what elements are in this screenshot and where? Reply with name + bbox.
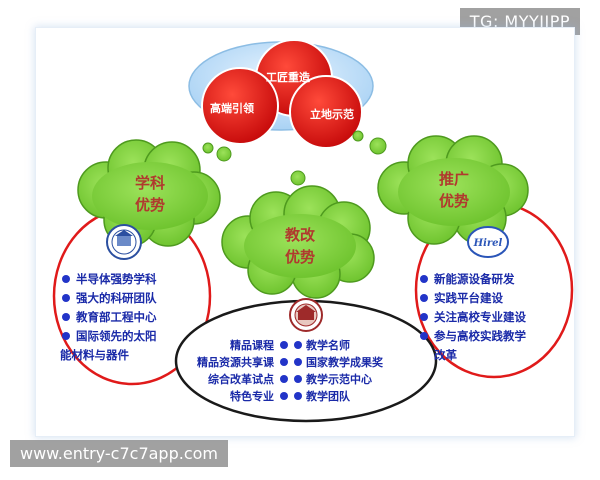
cloud-center-line2: 优势 xyxy=(285,248,315,266)
list-bullet xyxy=(62,294,70,302)
cloud-right: 推广 优势 xyxy=(377,135,529,245)
red-circle-left xyxy=(201,67,279,145)
center-panel-list: 精品课程 教学名师 精品资源共享课 国家教学成果奖 综合改革试点 教学示范中心 … xyxy=(197,338,384,403)
list-bullet xyxy=(294,375,302,383)
list-bullet xyxy=(294,341,302,349)
list-bullet xyxy=(62,313,70,321)
cloud-left-line2: 优势 xyxy=(135,196,165,214)
top-label-2: 高端引领 xyxy=(210,101,254,115)
cloud-center-line1: 教改 xyxy=(284,226,316,244)
list-bullet xyxy=(62,275,70,283)
list-bullet xyxy=(280,392,288,400)
center-left-item-1: 精品课程 xyxy=(230,338,274,352)
center-right-item-2: 国家教学成果奖 xyxy=(306,355,384,369)
hirel-logo-text: Hirel xyxy=(473,238,503,249)
left-item-2: 强大的科研团队 xyxy=(76,291,157,305)
school-seal-icon xyxy=(289,298,323,332)
cloud-right-line1: 推广 xyxy=(439,170,469,188)
right-item-1: 新能源设备研发 xyxy=(434,272,515,286)
diagram-canvas: 工匠重造 高端引领 立地示范 学科 优势 xyxy=(52,39,574,423)
right-item-2: 实践平台建设 xyxy=(434,291,503,305)
left-item-4: 国际领先的太阳 xyxy=(76,329,157,343)
center-left-item-4: 特色专业 xyxy=(230,389,274,403)
list-bullet xyxy=(280,341,288,349)
center-right-item-3: 教学示范中心 xyxy=(305,372,372,386)
right-item-5: 改革 xyxy=(434,348,457,362)
right-item-3: 关注高校专业建设 xyxy=(434,310,526,324)
cloud-left-line1: 学科 xyxy=(135,174,165,192)
center-left-item-3: 综合改革试点 xyxy=(208,372,274,386)
top-label-1: 工匠重造 xyxy=(266,70,311,84)
cloud-center: 教改 优势 xyxy=(221,185,375,299)
university-seal-icon xyxy=(106,224,142,260)
center-right-item-1: 教学名师 xyxy=(305,338,350,352)
top-label-3: 立地示范 xyxy=(310,107,354,121)
left-panel-list: 半导体强势学科 强大的科研团队 教育部工程中心 国际领先的太阳 能材料与器件 xyxy=(60,272,157,362)
list-bullet xyxy=(62,332,70,340)
center-left-item-2: 精品资源共享课 xyxy=(197,355,275,369)
cloud-left: 学科 优势 xyxy=(77,139,221,247)
hirel-logo-icon: Hirel xyxy=(467,226,509,258)
list-bullet xyxy=(420,294,428,302)
top-cluster: 工匠重造 高端引领 立地示范 xyxy=(188,39,374,149)
thought-bubbles xyxy=(202,130,387,186)
cloud-right-line2: 优势 xyxy=(439,192,469,210)
diagram-frame: 工匠重造 高端引领 立地示范 学科 优势 xyxy=(36,28,574,436)
list-bullet xyxy=(420,275,428,283)
list-bullet xyxy=(420,332,428,340)
list-bullet xyxy=(294,358,302,366)
list-bullet xyxy=(420,313,428,321)
list-bullet xyxy=(294,392,302,400)
left-item-1: 半导体强势学科 xyxy=(76,272,157,286)
list-bullet xyxy=(280,375,288,383)
watermark-bottom: www.entry-c7c7app.com xyxy=(10,440,228,467)
right-panel-list: 新能源设备研发 实践平台建设 关注高校专业建设 参与高校实践教学 改革 xyxy=(420,272,526,362)
list-bullet xyxy=(280,358,288,366)
left-item-3: 教育部工程中心 xyxy=(75,310,157,324)
right-item-4: 参与高校实践教学 xyxy=(433,329,526,343)
left-item-5: 能材料与器件 xyxy=(60,348,129,362)
red-circle-right xyxy=(289,75,363,149)
center-right-item-4: 教学团队 xyxy=(305,389,351,403)
